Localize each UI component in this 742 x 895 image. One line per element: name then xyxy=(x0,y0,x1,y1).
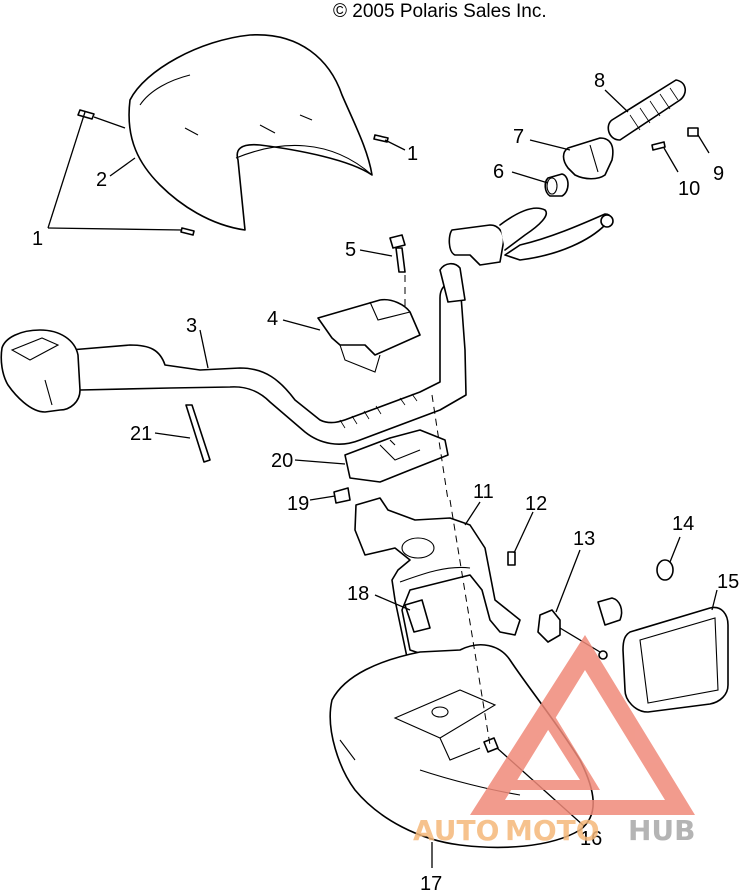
callout-11: 11 xyxy=(473,481,494,503)
callout-14: 14 xyxy=(672,513,694,535)
screw-top-left xyxy=(77,109,95,120)
callout-10: 10 xyxy=(678,178,700,200)
headlight xyxy=(597,597,729,713)
brake-assembly xyxy=(439,207,614,303)
handlebar-cover xyxy=(128,34,373,231)
automotohub-watermark: AUTO MOTO HUB xyxy=(413,635,696,847)
wire-connector xyxy=(404,599,431,633)
headlight-bulb xyxy=(537,609,608,660)
callout-19: 19 xyxy=(287,493,309,515)
spacer xyxy=(544,173,569,197)
callout-1-left: 1 xyxy=(32,228,43,250)
bolt-21 xyxy=(185,404,211,463)
grip xyxy=(607,79,686,141)
callout-9: 9 xyxy=(713,163,724,185)
throttle-housing xyxy=(562,137,614,180)
callout-1-right: 1 xyxy=(407,143,418,165)
callout-7: 7 xyxy=(513,126,524,148)
watermark-auto: AUTO xyxy=(413,814,499,847)
callout-6: 6 xyxy=(493,161,504,183)
callout-5: 5 xyxy=(345,239,356,261)
watermark-hub: HUB xyxy=(628,814,696,847)
callout-2: 2 xyxy=(96,169,107,191)
callout-17: 17 xyxy=(420,873,442,895)
watermark-triangle-logo xyxy=(470,635,695,815)
callout-15: 15 xyxy=(717,571,739,593)
callout-18: 18 xyxy=(347,583,369,605)
seal-ring xyxy=(656,559,674,581)
callout-8: 8 xyxy=(594,70,605,92)
screw-right xyxy=(373,134,389,143)
copyright-text: © 2005 Polaris Sales Inc. xyxy=(333,1,547,22)
callout-3: 3 xyxy=(186,315,197,337)
callout-12: 12 xyxy=(525,493,547,515)
screw-9 xyxy=(687,127,699,137)
clamp-upper xyxy=(317,298,421,373)
callout-21: 21 xyxy=(130,423,152,445)
watermark-moto: MOTO xyxy=(505,814,600,847)
bracket xyxy=(354,497,521,676)
callouts: 1 1 2 3 4 5 6 7 8 9 10 11 12 13 14 15 16… xyxy=(32,70,739,895)
callout-13: 13 xyxy=(573,528,595,550)
callout-16: 16 xyxy=(580,828,602,850)
callout-20: 20 xyxy=(271,450,293,472)
bolt-5 xyxy=(389,234,406,273)
screw-12 xyxy=(507,551,516,566)
callout-4: 4 xyxy=(267,308,278,330)
nut-16 xyxy=(483,737,499,753)
clamp-lower xyxy=(344,429,449,483)
nut-19 xyxy=(333,487,351,504)
handlebar xyxy=(0,280,467,445)
screw-10 xyxy=(651,141,666,151)
screw-bottom xyxy=(180,227,195,236)
